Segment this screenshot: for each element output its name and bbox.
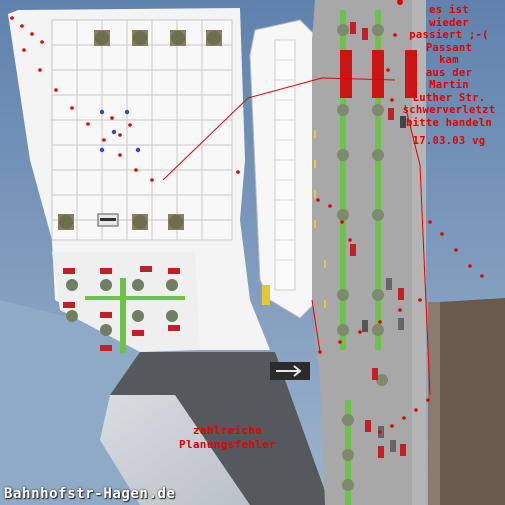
note-line: schwerverletzt — [402, 104, 496, 116]
annotation-dots — [10, 0, 484, 434]
plaza-trees-top — [94, 30, 222, 46]
plaza-grid — [51, 19, 233, 241]
road-trees — [337, 24, 388, 491]
yellow-bus — [262, 285, 270, 305]
plaza-trees-bottom — [58, 213, 184, 230]
note-date: 17.03.03 vg — [412, 135, 486, 147]
planning-line: Planungsfehler — [179, 438, 276, 451]
note-line: Passant — [425, 41, 473, 54]
road-shoulder — [412, 0, 426, 505]
main-road — [312, 0, 420, 505]
adjacent-building-edge — [428, 302, 440, 505]
parking-cars — [63, 266, 180, 351]
note-line: kam — [439, 54, 459, 66]
fountain-points — [99, 109, 141, 153]
road-markings — [314, 130, 326, 308]
note-line: Luther Str. — [412, 91, 486, 104]
building-roof-strip — [274, 39, 296, 291]
parking-trees — [66, 279, 178, 336]
planning-note: zahlreiche Planungsfehler — [160, 424, 295, 452]
note-line: bitte handeln — [405, 116, 493, 129]
note-line: Martin — [429, 79, 469, 91]
building-roof-pattern — [275, 59, 295, 261]
site-watermark: Bahnhofstr-Hagen.de — [4, 486, 176, 502]
annotation-lines — [162, 77, 431, 396]
adjacent-building — [440, 298, 505, 505]
note-line: aus der — [425, 66, 473, 79]
crosswalk-bars — [340, 50, 417, 98]
planning-line: zahlreiche — [192, 424, 263, 437]
glass-roof — [100, 395, 250, 505]
note-line: passiert ;-( — [409, 29, 489, 41]
note-line: wieder — [429, 16, 469, 29]
parking-green-strips — [85, 278, 185, 353]
accident-note: es ist wieder passiert ;-( Passant kam a… — [393, 4, 505, 148]
note-line: es ist — [429, 4, 469, 16]
walkway-arrow — [276, 365, 302, 377]
